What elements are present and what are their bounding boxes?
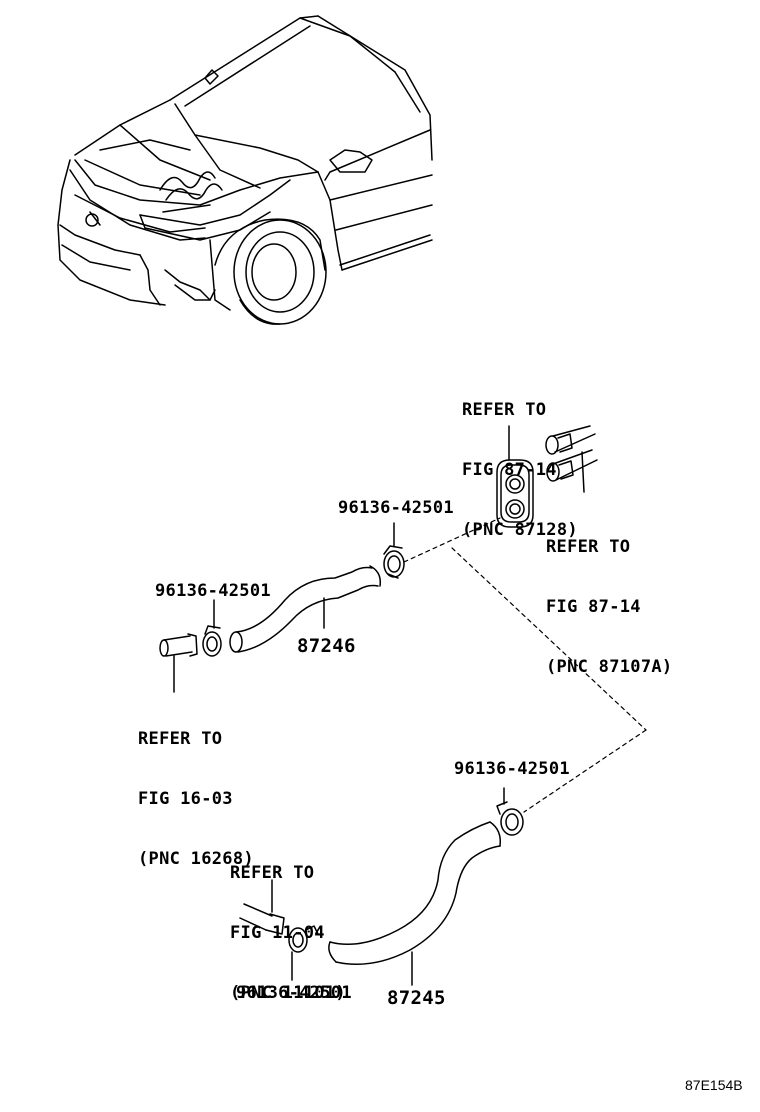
clamp-lower-right (496, 787, 524, 836)
hose-87245 (328, 821, 502, 986)
figure-code: 87E154B (685, 1077, 743, 1093)
ref-line: (PNC 16268) (138, 849, 254, 869)
ref-line: FIG 16-03 (138, 789, 233, 809)
ref-line: (PNC 11101) (230, 983, 346, 1003)
ref-label-left: REFER TO FIG 16-03 (PNC 16268) (138, 689, 254, 889)
part-number-hose-87245: 87245 (387, 987, 446, 1009)
ref-label-pipes: REFER TO FIG 87-14 (PNC 87107A) (546, 497, 672, 697)
ref-line: FIG 87-14 (462, 460, 557, 480)
ref-line: (PNC 87107A) (546, 657, 673, 677)
ref-line: REFER TO (230, 863, 315, 883)
ref-line: REFER TO (462, 400, 547, 420)
clamp-upper-left (202, 599, 222, 657)
pipe-stub-bottom (239, 879, 285, 935)
part-number-clamp-right: 96136-42501 (454, 759, 570, 779)
ref-line: REFER TO (546, 537, 631, 557)
ref-label-bottom: REFER TO FIG 11-04 (PNC 11101) (230, 823, 346, 1023)
pipe-stub-left (159, 633, 198, 693)
clamp-lower-left (288, 925, 319, 981)
clamp-upper-right (383, 522, 405, 579)
ref-label-gasket: REFER TO FIG 87-14 (PNC 87128) (462, 360, 578, 560)
part-number-clamp-left: 96136-42501 (155, 581, 271, 601)
ref-line: REFER TO (138, 729, 223, 749)
ref-line: FIG 87-14 (546, 597, 641, 617)
part-number-clamp-top: 96136-42501 (338, 498, 454, 518)
part-number-hose-87246: 87246 (297, 635, 356, 657)
hose-87246 (229, 565, 382, 653)
dashed-leader-lines (403, 517, 647, 813)
part-number-clamp-bottom: 96136-42501 (236, 983, 352, 1003)
car-illustration (57, 15, 433, 325)
grommet-gasket (496, 425, 534, 528)
heater-pipes (545, 425, 598, 493)
ref-line: FIG 11-04 (230, 923, 325, 943)
ref-line: (PNC 87128) (462, 520, 578, 540)
